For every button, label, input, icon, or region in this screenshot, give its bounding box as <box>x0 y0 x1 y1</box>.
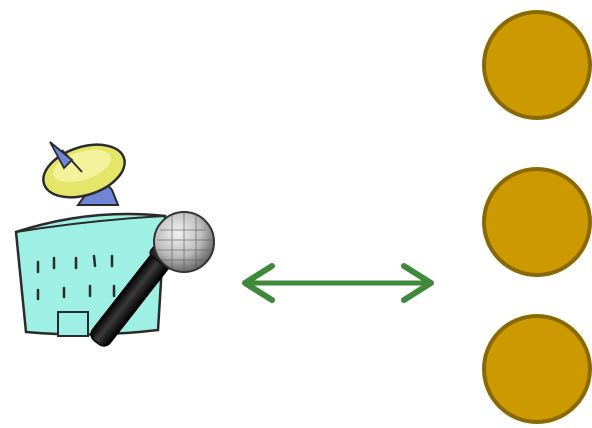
receiver-list <box>484 12 590 422</box>
receiver-circle-icon <box>484 316 590 422</box>
broadcast-station-icon <box>16 135 214 351</box>
satellite-dish-icon <box>37 135 132 207</box>
bidirectional-arrow-icon <box>245 266 431 300</box>
receiver-circle-icon <box>484 12 590 118</box>
receiver-circle-icon <box>484 169 590 275</box>
